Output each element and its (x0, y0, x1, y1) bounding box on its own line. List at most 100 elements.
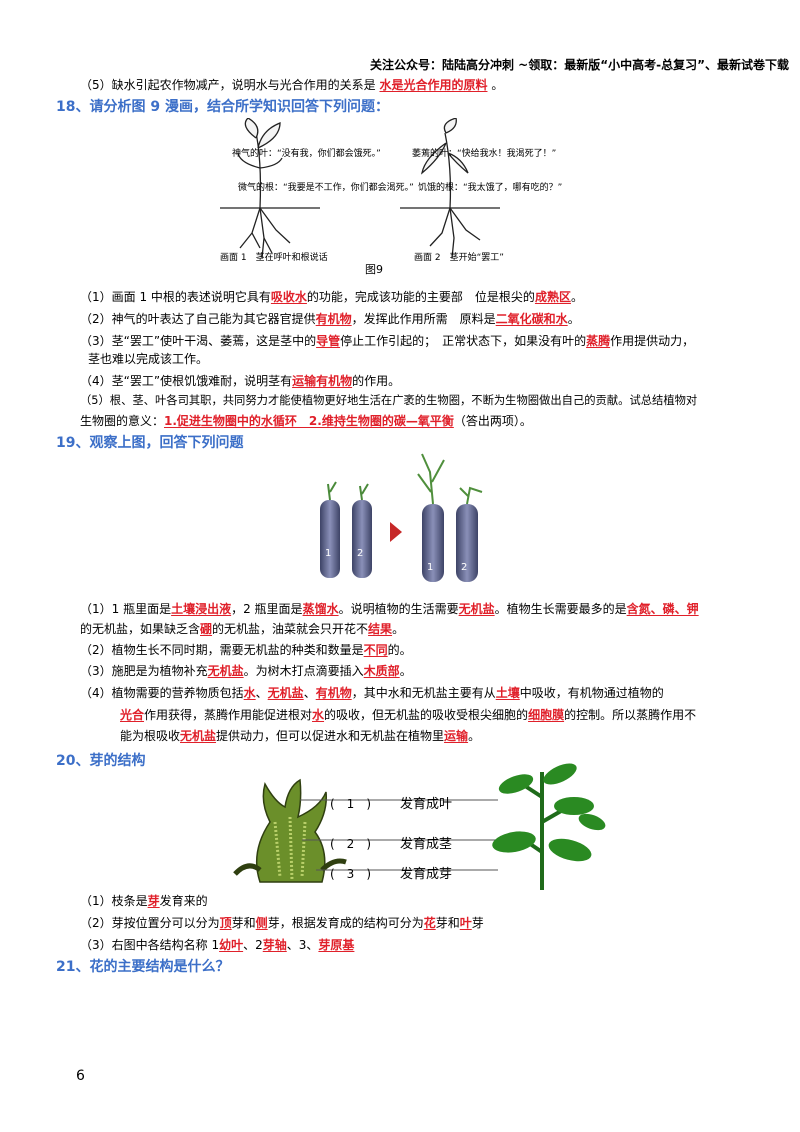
text: 。说明植物的生活需要 (338, 602, 459, 616)
caption-panel-1: 画面 1 茎在呼叶和根说话 (220, 251, 328, 263)
q19-title: 19、观察上图，回答下列问题 (56, 435, 244, 451)
label-1-text: 发育成叶 (400, 796, 452, 812)
q19-2: （2）植物生长不同时期，需要无机盐的种类和数量是不同的。 (80, 641, 412, 659)
text: 发育来的 (159, 894, 208, 908)
answer: 运输有机物 (292, 374, 353, 388)
tube-1-label-after: 1 (427, 562, 433, 573)
answer: 有机物 (315, 312, 352, 326)
q18-2: （2）神气的叶表达了自己能为其它器官提供有机物，发挥此作用所需 原料是二氧化碳和… (80, 310, 580, 328)
text: 芽和 (435, 916, 460, 930)
text: （1）1 瓶里面是 (80, 602, 172, 616)
text: 的作用。 (352, 374, 401, 388)
answer: 含氮、磷、钾 (626, 602, 699, 616)
answer: 无机盐 (207, 664, 244, 678)
answer: 运输 (444, 729, 469, 743)
answer: 芽原基 (318, 938, 355, 952)
q19-4: （4）植物需要的营养物质包括水、无机盐、有机物，其中水和无机盐主要有从土壤中吸收… (80, 684, 664, 702)
q19-4-cont: 光合作用获得，蒸腾作用能促进根对水的吸收，但无机盐的吸收受根尖细胞的细胞膜的控制… (120, 706, 696, 724)
answer: 1.促进生物圈中的水循环 2.维持生物圈的碳—氧平衡 (164, 414, 454, 428)
text: （4）茎“罢工”使根饥饿难耐，说明茎有 (80, 374, 293, 388)
answer: 侧 (255, 916, 268, 930)
text: （3）右图中各结构名称 1 (80, 938, 220, 952)
answer: 吸收水 (270, 290, 307, 304)
text: 能为根吸收 (120, 729, 181, 743)
answer: 芽 (147, 894, 160, 908)
answer: 水是光合作用的原料 (379, 78, 488, 92)
text: （2）芽按位置分可以分为 (80, 916, 220, 930)
answer: 细胞膜 (528, 708, 565, 722)
answer: 二氧化碳和水 (495, 312, 568, 326)
q19-1: （1）1 瓶里面是土壤浸出液，2 瓶里面是蒸馏水。说明植物的生活需要无机盐。植物… (80, 600, 699, 618)
q18-5: （5）根、茎、叶各司其职，共同努力才能使植物更好地生活在广袤的生物圈，不断为生物… (80, 394, 698, 407)
text: 的无机盐，如果缺乏含 (80, 622, 201, 636)
text: 停止工作引起的； 正常状态下，如果没有叶的 (340, 334, 587, 348)
label-3-text: 发育成芽 (400, 866, 452, 882)
figure-label: 图9 (365, 263, 383, 276)
test-tube-figure: 1 2 1 2 (320, 453, 483, 582)
q18-4: （4）茎“罢工”使根饥饿难耐，说明茎有运输有机物的作用。 (80, 372, 400, 390)
text: 、 (303, 686, 316, 700)
answer: 芽轴 (262, 938, 287, 952)
q20-title: 20、芽的结构 (56, 753, 146, 769)
text: ，其中水和无机盐主要有从 (351, 686, 496, 700)
q20-2: （2）芽按位置分可以分为顶芽和侧芽，根据发育成的结构可分为花芽和叶芽 (80, 914, 484, 932)
bubble-1: 神气的叶：“没有我，你们都会饿死。” (232, 147, 381, 159)
answer: 结果 (368, 622, 393, 636)
text: （答出两项）。 (453, 414, 532, 428)
q18-3-cont: 茎也难以完成该工作。 (88, 352, 209, 366)
text: （1）枝条是 (80, 894, 148, 908)
q21-title: 21、花的主要结构是什么？ (56, 959, 230, 975)
text: 的。 (387, 643, 412, 657)
text: 的控制。所以蒸腾作用不 (564, 708, 697, 722)
answer: 成熟区 (534, 290, 571, 304)
answer: 幼叶 (219, 938, 244, 952)
text: （2）神气的叶表达了自己能为其它器官提供 (80, 312, 316, 326)
caption-panel-2: 画面 2 茎开始“罢工” (414, 251, 504, 263)
text: 。 (399, 664, 412, 678)
answer: 蒸馏水 (302, 602, 339, 616)
text: 。 (468, 729, 481, 743)
answer: 蒸腾 (586, 334, 611, 348)
arrow-icon (390, 522, 402, 542)
answer: 无机盐 (180, 729, 217, 743)
text: 提供动力，但可以促进水和无机盐在植物里 (216, 729, 445, 743)
label-2-number: ( 2 ) (330, 837, 371, 851)
answer: 导管 (316, 334, 341, 348)
answer: 无机盐 (267, 686, 304, 700)
answer: 木质部 (363, 664, 400, 678)
text: （3）施肥是为植物补充 (80, 664, 208, 678)
answer: 不同 (363, 643, 388, 657)
q19-4-cont2: 能为根吸收无机盐提供动力，但可以促进水和无机盐在植物里运输。 (120, 727, 480, 745)
answer: 花 (423, 916, 436, 930)
text: 、3、 (286, 938, 319, 952)
text: 、2 (243, 938, 263, 952)
q19-3: （3）施肥是为植物补充无机盐。为树木打点滴要插入木质部。 (80, 662, 412, 680)
label-1-number: ( 1 ) (330, 797, 371, 811)
q18-1: （1）画面 1 中根的表述说明它具有吸收水的功能，完成该功能的主要部 位是根尖的… (80, 288, 583, 306)
bubble-2: 微气的根：“我要是不工作，你们都会渴死。” (238, 181, 414, 193)
answer: 顶 (219, 916, 232, 930)
answer: 土壤浸出液 (171, 602, 232, 616)
answer: 无机盐 (458, 602, 495, 616)
answer: 硼 (200, 622, 213, 636)
text: 生物圈的意义： (80, 414, 165, 428)
bud-diagram (233, 778, 347, 883)
text: 芽 (471, 916, 484, 930)
q20-3: （3）右图中各结构名称 1幼叶、2芽轴、3、芽原基 (80, 936, 354, 954)
bubble-4: 饥饿的根：“我太饿了，哪有吃的？” (418, 181, 562, 193)
answer: 水 (243, 686, 256, 700)
text: ，发挥此作用所需 原料是 (351, 312, 496, 326)
page-number: 6 (76, 1068, 85, 1084)
text: 的功能，完成该功能的主要部 位是根尖的 (306, 290, 535, 304)
text: 。植物生长需要最多的是 (494, 602, 627, 616)
q18-title: 18、请分析图 9 漫画，结合所学知识回答下列问题： (56, 99, 389, 115)
text: 作用获得，蒸腾作用能促进根对 (144, 708, 313, 722)
text: （4）植物需要的营养物质包括 (80, 686, 244, 700)
tube-1-label: 1 (325, 548, 331, 559)
text: 中吸收，有机物通过植物的 (519, 686, 664, 700)
q18-6: 生物圈的意义：1.促进生物圈中的水循环 2.维持生物圈的碳—氧平衡（答出两项）。 (80, 412, 532, 430)
label-3-number: ( 3 ) (330, 867, 371, 881)
q18-3: （3）茎“罢工”使叶干渴、萎蔫，这是茎中的导管停止工作引起的； 正常状态下，如果… (80, 332, 694, 350)
page-header: 关注公众号：陆陆高分冲刺 ~领取：最新版“小中高考-总复习”、最新试卷下载 (370, 58, 789, 72)
text: （2）植物生长不同时期，需要无机盐的种类和数量是 (80, 643, 364, 657)
